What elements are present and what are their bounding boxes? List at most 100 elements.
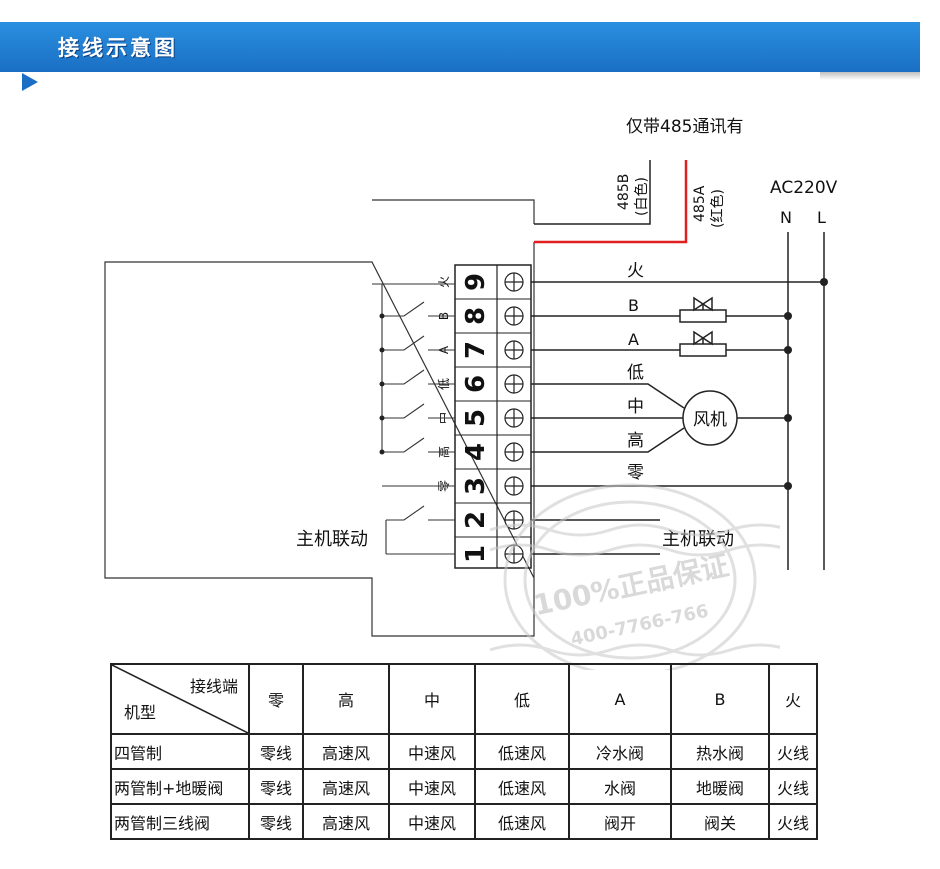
table-header-cell: 零: [248, 663, 304, 735]
bus-junction-dot: [379, 449, 385, 455]
terminal-screw-cross: [505, 409, 523, 427]
wire-label-low: 低: [627, 363, 644, 383]
relay-switch-icon: [382, 437, 455, 453]
table-cell: 冷水阀: [568, 733, 672, 770]
corner-bottom-label: 机型: [124, 703, 157, 722]
terminal-number: 5: [461, 409, 491, 427]
thermostat-housing: [104, 199, 535, 637]
terminal-number: 9: [461, 273, 491, 291]
table-header-cell: 火: [768, 663, 818, 735]
wire-label-neutral: 零: [627, 463, 644, 483]
table-header-row: 接线端 机型 零 高 中 低 A B 火: [110, 663, 818, 735]
table-cell: 零线: [248, 733, 304, 770]
table-cell: 水阀: [568, 768, 672, 805]
terminal-screw-cross: [505, 307, 523, 325]
rs485-a-label: 485A: [692, 185, 708, 222]
terminal-block: [454, 264, 532, 569]
terminal-screw-cross: [505, 545, 523, 563]
terminal-number: 6: [461, 375, 491, 393]
terminal-label: 火: [437, 276, 451, 288]
terminal-number: 2: [461, 511, 491, 529]
wire-label-mid: 中: [627, 397, 644, 417]
wire-label-live: 火: [627, 261, 644, 281]
terminal-screw-cross: [505, 341, 523, 359]
table-cell: 零线: [248, 803, 304, 840]
table-cell: 中速风: [388, 803, 476, 840]
terminal-number: 8: [461, 307, 491, 325]
wire-label-high: 高: [627, 431, 644, 451]
table-header-cell: 高: [302, 663, 390, 735]
table-cell: 低速风: [474, 733, 570, 770]
table-header-cell: 中: [388, 663, 476, 735]
table-header-cell: B: [670, 663, 770, 735]
table-row: 两管制三线阀 零线 高速风 中速风 低速风 阀开 阀关 火线: [110, 803, 818, 840]
bus-junction-dot: [379, 313, 385, 319]
wire-label-a: A: [628, 330, 639, 349]
terminal-screw-cross: [505, 375, 523, 393]
wire-label-b: B: [628, 296, 639, 315]
relay-switch-icon: [382, 301, 455, 317]
valve-b: [679, 296, 727, 323]
relay-switch-icon: [382, 369, 455, 385]
rs485-b-color: (白色): [633, 177, 650, 216]
junction-dots: [784, 278, 828, 490]
table-cell: 低速风: [474, 803, 570, 840]
table-cell: 中速风: [388, 768, 476, 805]
terminal-screw-cross: [505, 273, 523, 291]
page-title: 接线示意图: [58, 36, 178, 60]
corner-top-label: 接线端: [189, 677, 238, 696]
terminal-number: 3: [461, 477, 491, 495]
host-link-left: 主机联动: [296, 529, 368, 550]
terminal-number: 7: [461, 341, 491, 359]
table-cell: 高速风: [302, 733, 390, 770]
table-cell: 零线: [248, 768, 304, 805]
table-cell: 热水阀: [670, 733, 770, 770]
table-cell: 地暖阀: [670, 768, 770, 805]
table-header-cell: 低: [474, 663, 570, 735]
terminal-number: 1: [461, 545, 491, 563]
supply-rails: [787, 232, 825, 570]
table-cell: 高速风: [302, 768, 390, 805]
fan-label: 风机: [693, 410, 727, 430]
terminal-screw-cross: [505, 477, 523, 495]
valve-a: [679, 330, 727, 357]
bus-junction-dot: [379, 381, 385, 387]
wiring-table: 接线端 机型 零 高 中 低 A B 火 四管制 零线 高速风 中速风 低速风 …: [110, 663, 818, 840]
supply-l-label: L: [817, 208, 826, 227]
table-cell: 低速风: [474, 768, 570, 805]
table-corner-cell: 接线端 机型: [110, 663, 250, 735]
table-row: 四管制 零线 高速风 中速风 低速风 冷水阀 热水阀 火线: [110, 733, 818, 770]
supply-n-label: N: [780, 208, 792, 227]
bus-junction-dot: [379, 415, 385, 421]
table-row-model: 两管制三线阀: [110, 803, 250, 840]
rs485-b-label: 485B: [616, 174, 632, 210]
fan-motor-icon: [682, 390, 738, 446]
relay-switch-icon: [382, 335, 455, 351]
table-row-model: 四管制: [110, 733, 250, 770]
supply-label: AC220V: [770, 178, 838, 198]
banner-pointer: [22, 73, 38, 91]
table-cell: 高速风: [302, 803, 390, 840]
table-cell: 阀关: [670, 803, 770, 840]
table-cell: 火线: [768, 768, 818, 805]
relay-switch-icon: [382, 403, 455, 419]
host-link-switch-icon: [385, 505, 455, 555]
table-cell: 火线: [768, 803, 818, 840]
bus-junction-dot: [379, 347, 385, 353]
terminal-number: 4: [461, 443, 491, 461]
table-header-cell: A: [568, 663, 672, 735]
banner-shadow: [820, 72, 920, 80]
rs485-a-color: (红色): [709, 189, 726, 228]
table-row-model: 两管制+地暖阀: [110, 768, 250, 805]
rs485-note: 仅带485通讯有: [626, 117, 743, 137]
table-cell: 火线: [768, 733, 818, 770]
header-banner: 接线示意图: [0, 22, 920, 72]
table-cell: 阀开: [568, 803, 672, 840]
terminal-screw-cross: [505, 443, 523, 461]
relay-switches: [372, 283, 455, 555]
authenticity-watermark: 100%正品保证 400-7766-766: [489, 483, 780, 670]
table-row: 两管制+地暖阀 零线 高速风 中速风 低速风 水阀 地暖阀 火线: [110, 768, 818, 805]
table-cell: 中速风: [388, 733, 476, 770]
rs485-wires: [534, 160, 688, 244]
